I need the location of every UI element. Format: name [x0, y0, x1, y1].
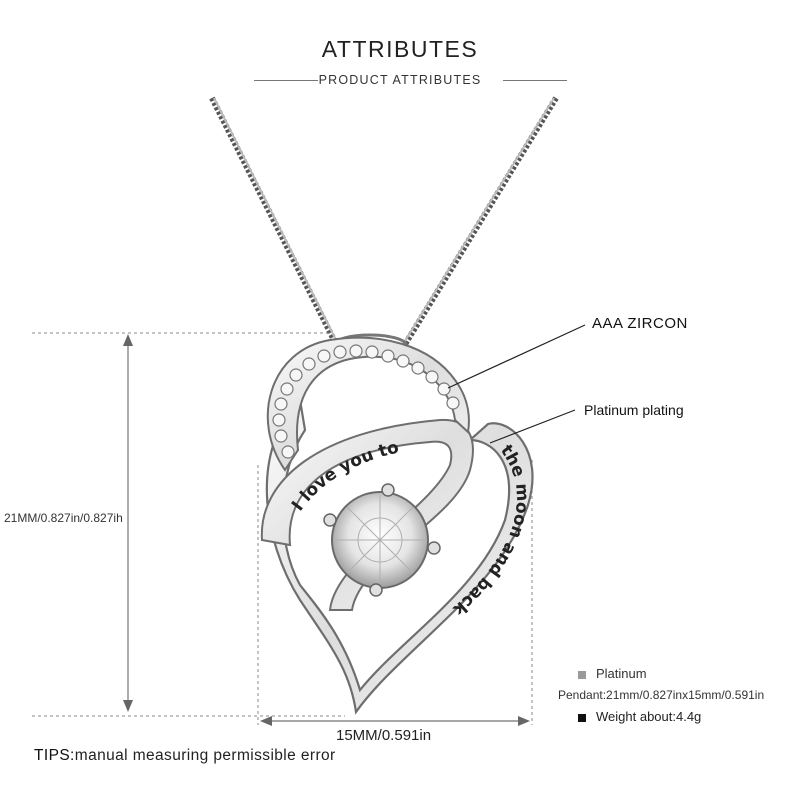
- page-title: ATTRIBUTES: [321, 36, 479, 62]
- tips-key: TIPS:: [34, 747, 75, 764]
- plating-callout-label: Platinum plating: [584, 402, 684, 418]
- zircon-callout-label: AAA ZIRCON: [592, 315, 688, 332]
- spec-material: Platinum: [578, 666, 647, 681]
- square-bullet-icon: [578, 670, 586, 679]
- tips-note: TIPS:manual measuring permissible error: [34, 747, 336, 765]
- center-gem: [323, 483, 441, 597]
- spec-weight-text: Weight about:4.4g: [596, 709, 702, 724]
- zircon-stones: [272, 344, 460, 459]
- page-subtitle: PRODUCT ATTRIBUTES: [318, 73, 482, 87]
- height-dimension-label: 21MM/0.827in/0.827ih: [4, 511, 123, 525]
- subtitle-divider-left: [254, 80, 318, 81]
- heart-pendant: I love you to the moon and back: [260, 336, 534, 715]
- spec-weight: Weight about:4.4g: [578, 709, 701, 724]
- width-dimension-label: 15MM/0.591in: [336, 727, 432, 744]
- spec-size: Pendant:21mm/0.827inx15mm/0.591in: [558, 688, 765, 702]
- tips-text: manual measuring permissible error: [74, 747, 336, 764]
- square-bullet-icon: [578, 713, 586, 722]
- chain: [209, 96, 559, 348]
- spec-material-text: Platinum: [596, 666, 647, 681]
- dimension-lines: [32, 332, 533, 726]
- callout-lines: [447, 324, 586, 444]
- subtitle-divider-right: [503, 80, 567, 81]
